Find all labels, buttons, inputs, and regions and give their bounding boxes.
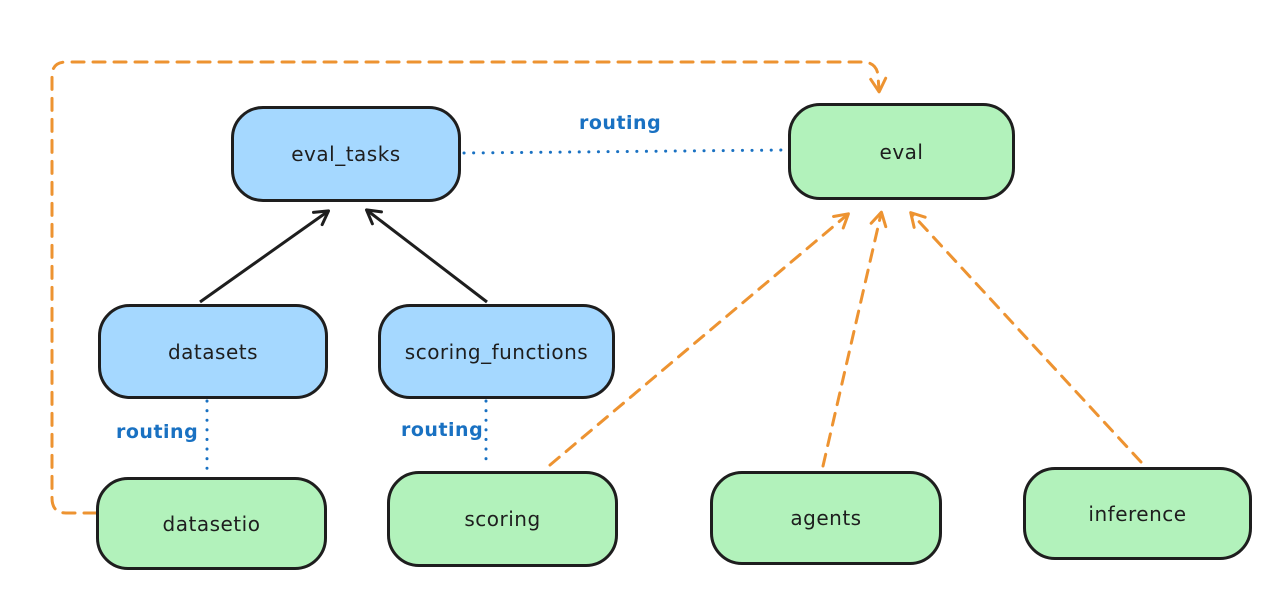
routing-label-scoring-functions-scoring: routing	[401, 419, 484, 441]
edge-datasetio-to-eval	[50, 60, 888, 515]
node-scoring: scoring	[387, 471, 618, 567]
node-inference-label: inference	[1088, 501, 1187, 526]
node-datasets-label: datasets	[167, 339, 259, 364]
edge-scoring-to-eval	[548, 212, 850, 467]
edge-scoring-functions-to-eval-tasks	[365, 208, 488, 304]
node-agents-label: agents	[790, 506, 862, 530]
edge-agents-to-eval	[821, 210, 888, 468]
node-eval: eval	[788, 103, 1015, 200]
routing-label-datasets-datasetio: routing	[116, 421, 199, 443]
node-eval-tasks-label: eval_tasks	[291, 142, 401, 166]
node-scoring-functions-label: scoring_functions	[404, 339, 589, 364]
node-scoring-label: scoring	[464, 507, 541, 531]
node-agents: agents	[710, 471, 942, 565]
routing-label-eval-tasks-eval: routing	[579, 112, 662, 134]
edge-routing-eval-tasks-to-eval	[462, 148, 788, 155]
node-datasets: datasets	[98, 304, 328, 399]
edge-datasets-to-eval-tasks	[199, 209, 331, 304]
edge-inference-to-eval	[909, 211, 1143, 464]
node-inference: inference	[1023, 467, 1252, 560]
node-eval-label: eval	[879, 139, 924, 164]
node-eval-tasks: eval_tasks	[231, 106, 461, 202]
node-datasetio-label: datasetio	[162, 511, 261, 536]
node-scoring-functions: scoring_functions	[378, 304, 615, 399]
node-datasetio: datasetio	[96, 477, 327, 570]
